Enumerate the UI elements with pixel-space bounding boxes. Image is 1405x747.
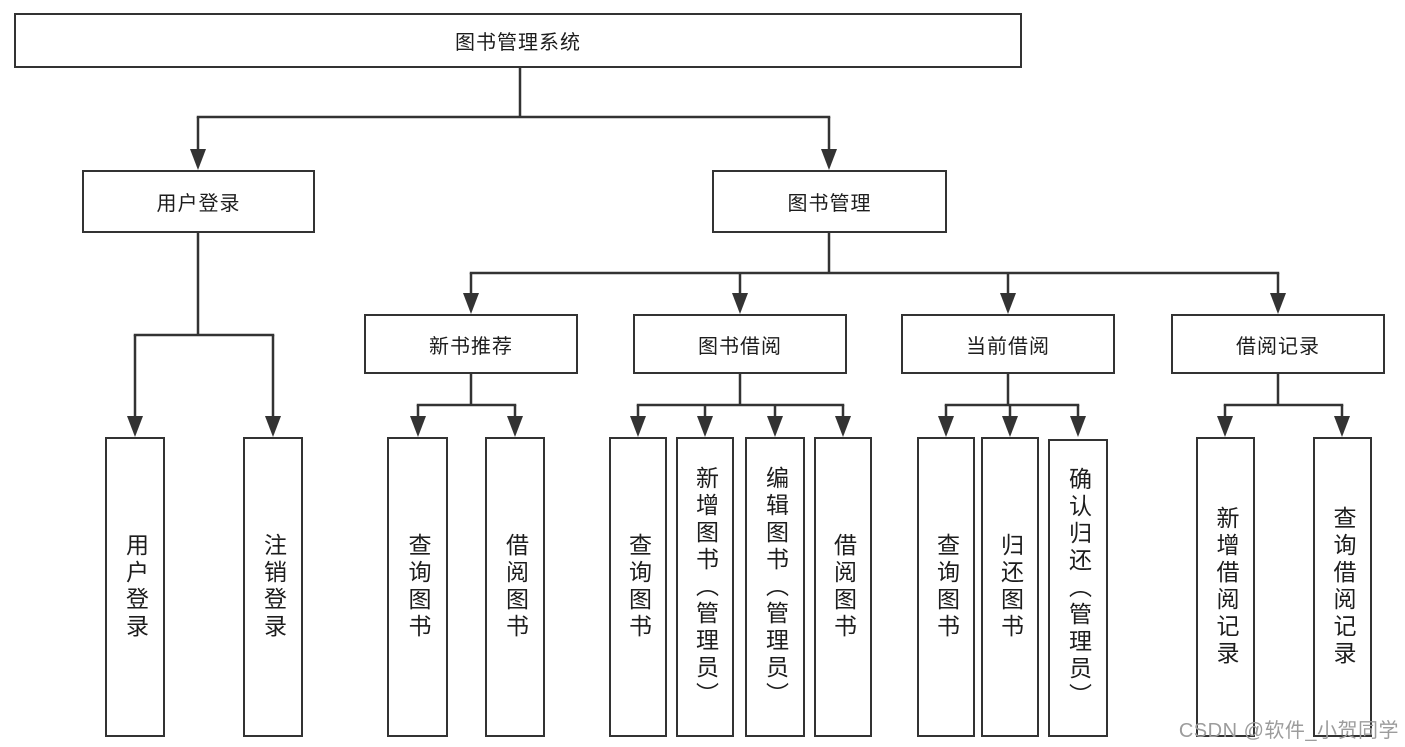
leaf-records-query-borrow-record: 查询借阅记录 (1313, 437, 1372, 737)
leaf-user-login: 用户登录 (105, 437, 165, 737)
leaf-current-return-books: 归还图书 (981, 437, 1039, 737)
connector-arrowheads (127, 149, 1350, 437)
leaf-borrow-edit-books-admin: 编辑图书（管理员） (745, 437, 805, 737)
node-book-management: 图书管理 (712, 170, 947, 233)
node-borrow-records: 借阅记录 (1171, 314, 1385, 374)
node-library-system: 图书管理系统 (14, 13, 1022, 68)
node-book-borrow: 图书借阅 (633, 314, 847, 374)
leaf-current-confirm-return-admin: 确认归还（管理员） (1048, 439, 1108, 737)
node-user-login: 用户登录 (82, 170, 315, 233)
node-new-book-recommend: 新书推荐 (364, 314, 578, 374)
leaf-logout: 注销登录 (243, 437, 303, 737)
leaf-records-add-borrow-record: 新增借阅记录 (1196, 437, 1255, 737)
leaf-borrow-borrow-books: 借阅图书 (814, 437, 872, 737)
leaf-recommend-query-books: 查询图书 (387, 437, 448, 737)
leaf-recommend-borrow-books: 借阅图书 (485, 437, 545, 737)
leaf-borrow-add-books-admin: 新增图书（管理员） (676, 437, 734, 737)
csdn-watermark: CSDN @软件_小贺同学 (1178, 720, 1399, 742)
node-current-borrow: 当前借阅 (901, 314, 1115, 374)
leaf-current-query-books: 查询图书 (917, 437, 975, 737)
leaf-borrow-query-books: 查询图书 (609, 437, 667, 737)
